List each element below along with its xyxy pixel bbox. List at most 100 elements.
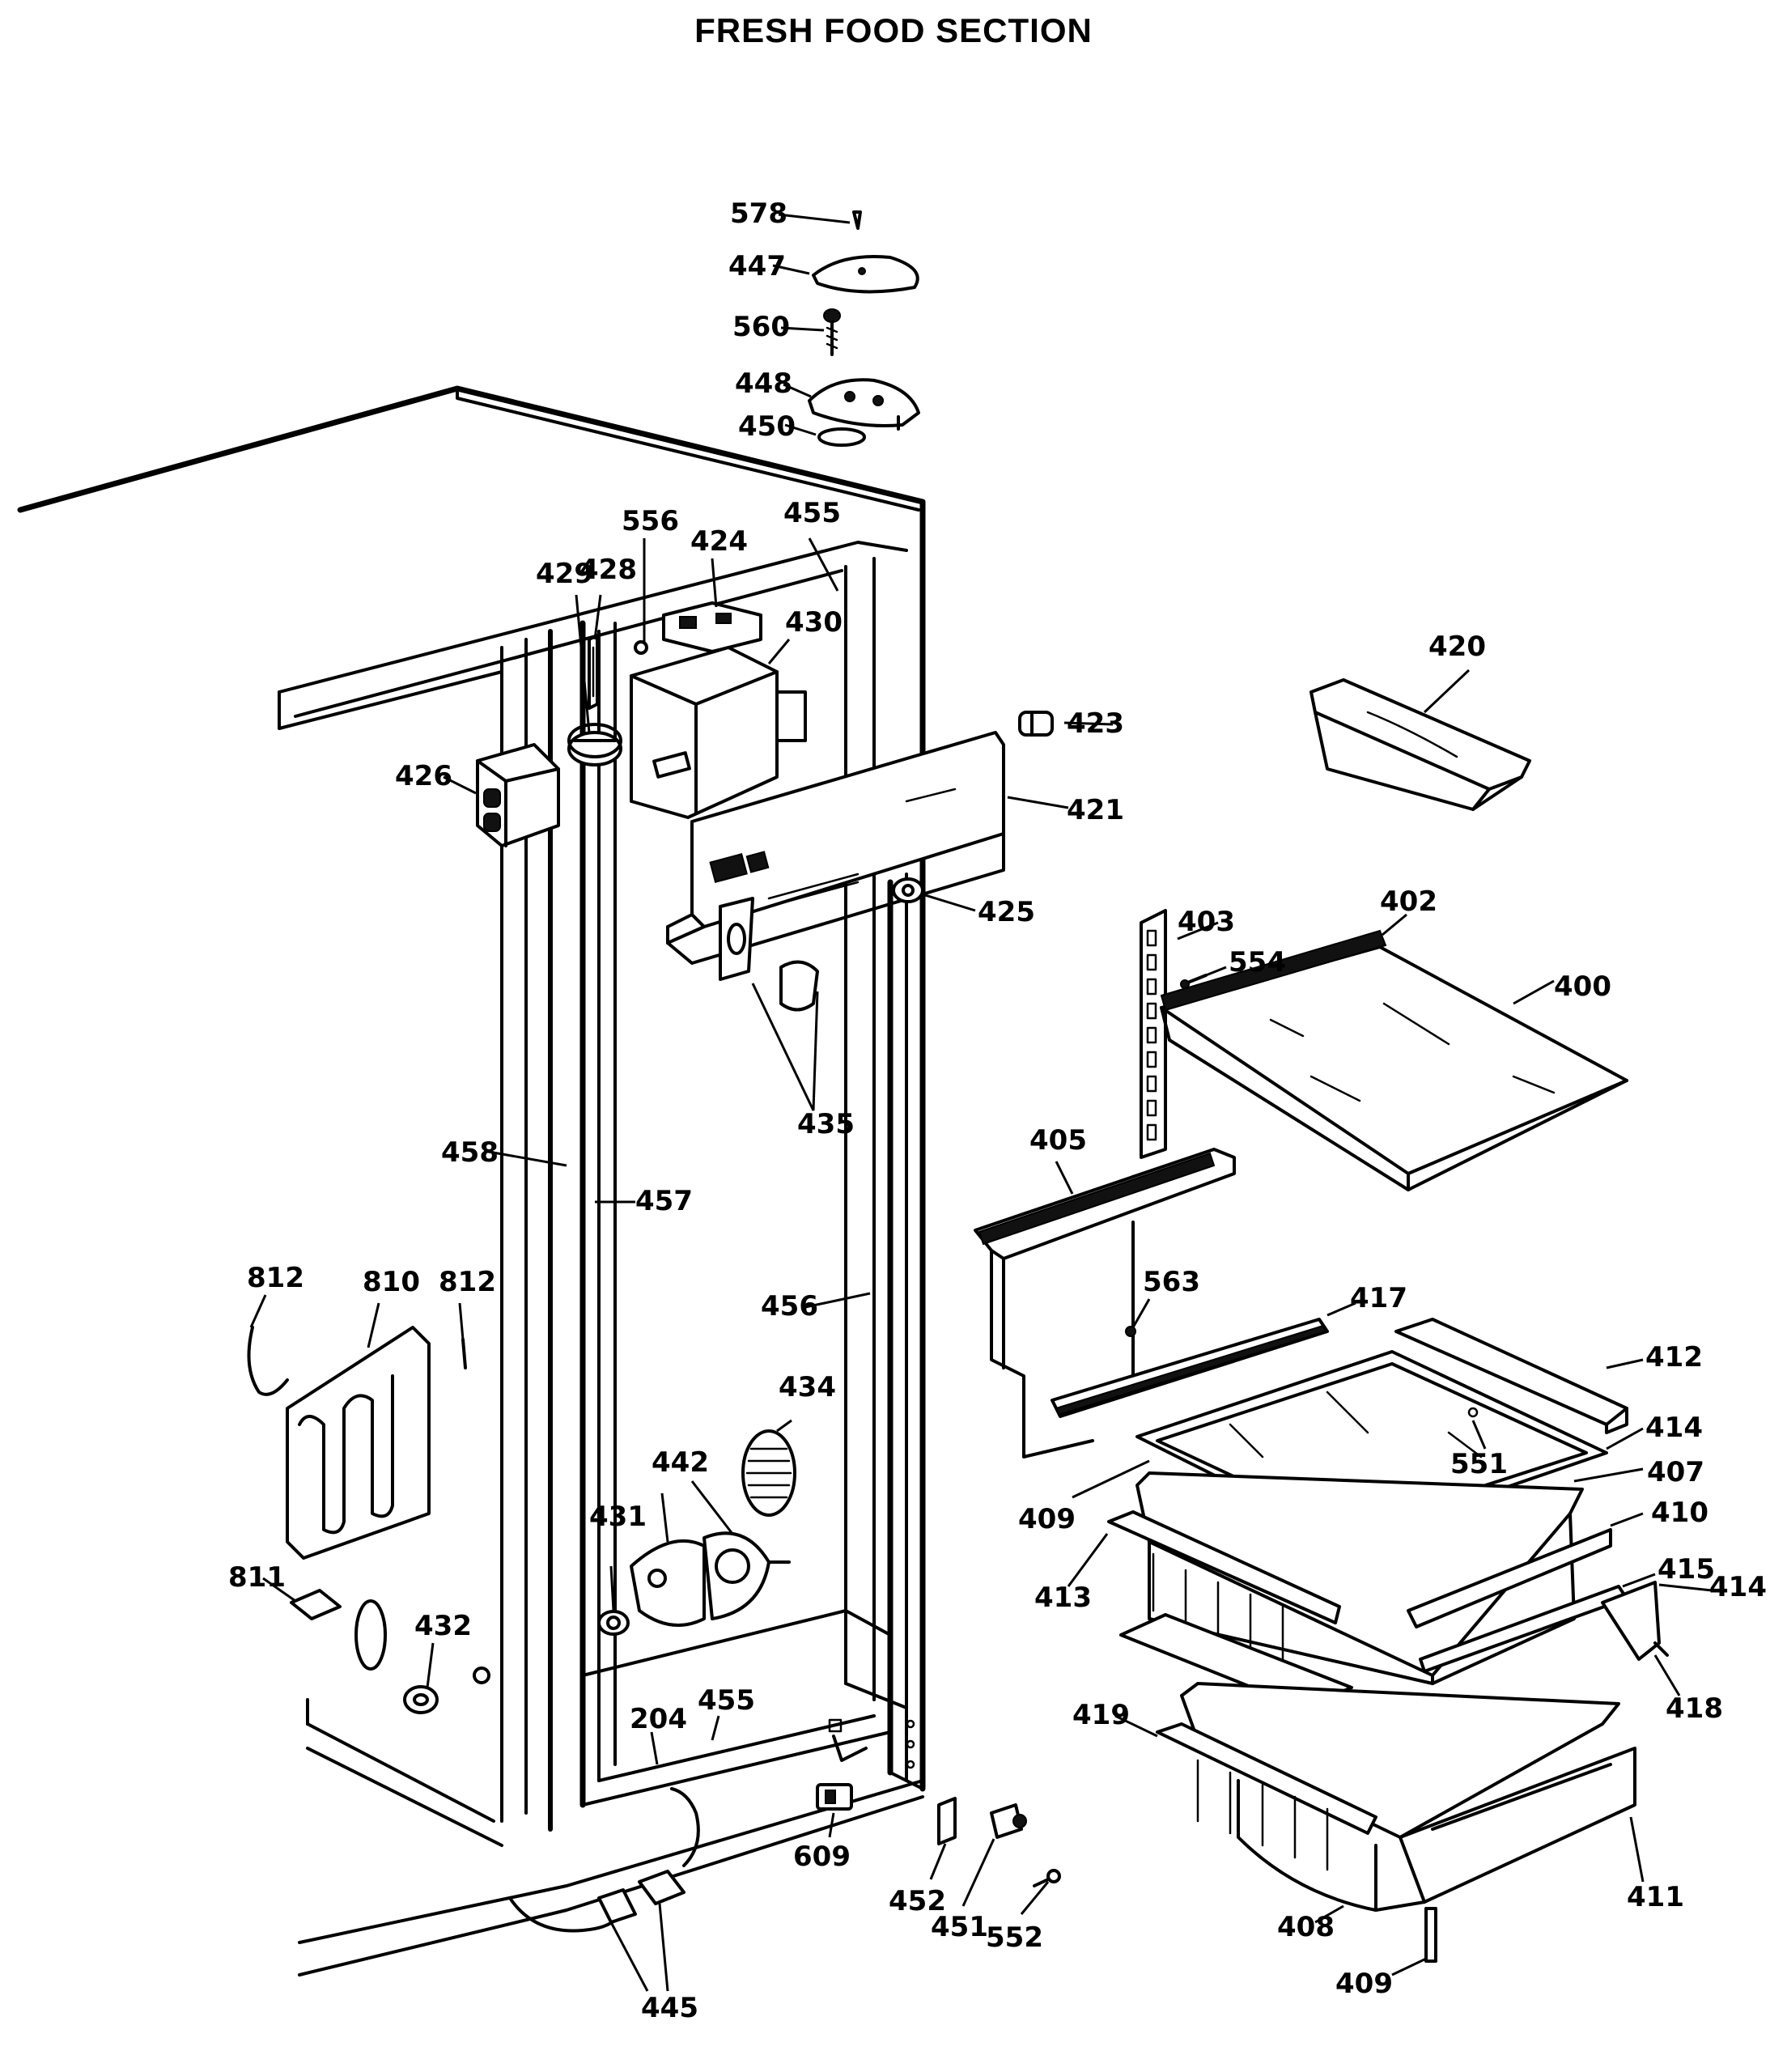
glass-rail-412 xyxy=(1394,1318,1628,1434)
callout-811: 811 xyxy=(228,1561,286,1594)
callout-407: 407 xyxy=(1647,1456,1704,1488)
lower-drawer-bin-411 xyxy=(1399,1747,1636,1904)
oval-plug xyxy=(354,1599,387,1671)
callout-418: 418 xyxy=(1666,1692,1723,1725)
callout-432: 432 xyxy=(414,1610,472,1642)
upper-hinge-448 xyxy=(808,378,920,431)
shelf-ladder-403 xyxy=(1140,909,1167,1159)
callout-400: 400 xyxy=(1554,970,1611,1003)
drawer-rail-414b xyxy=(1601,1581,1661,1661)
callout-447: 447 xyxy=(728,250,786,282)
callout-445: 445 xyxy=(641,1992,698,2024)
control-panel-421 xyxy=(666,731,1005,965)
callout-409a: 409 xyxy=(1018,1503,1076,1535)
damper-cover-434 xyxy=(741,1429,796,1517)
crisper-glass-409a xyxy=(1119,1613,1353,1709)
callout-435: 435 xyxy=(797,1108,855,1140)
callout-429: 429 xyxy=(536,558,593,590)
callout-456: 456 xyxy=(761,1290,818,1323)
callout-551: 551 xyxy=(1450,1448,1508,1480)
callout-425: 425 xyxy=(978,896,1035,928)
callout-417: 417 xyxy=(1350,1282,1407,1314)
screw-556 xyxy=(634,640,648,655)
callout-609: 609 xyxy=(793,1841,851,1873)
damper-442 xyxy=(630,1531,791,1627)
callout-450: 450 xyxy=(738,410,796,443)
slide-418 xyxy=(1653,1641,1669,1657)
callout-424: 424 xyxy=(690,525,748,558)
callout-812a: 812 xyxy=(247,1262,304,1294)
screw-552 xyxy=(1033,1869,1061,1887)
hinge-cover-447 xyxy=(812,254,919,294)
wiring-harness-445 xyxy=(508,1787,700,1933)
crisper-rail-417 xyxy=(1051,1318,1329,1418)
crisper-cover-frame-405 xyxy=(974,1148,1236,1458)
callout-405: 405 xyxy=(1029,1124,1087,1157)
thermostat-bracket-428 xyxy=(588,634,599,710)
round-plug xyxy=(473,1667,490,1684)
callout-455b: 455 xyxy=(698,1684,755,1717)
lower-drawer-frame-419 xyxy=(1156,1722,1377,1871)
callout-455a: 455 xyxy=(783,497,841,529)
light-bulb-423 xyxy=(1018,711,1054,737)
callout-413: 413 xyxy=(1034,1582,1092,1614)
cabinet-outline xyxy=(17,385,926,1976)
heater-wire-812b xyxy=(461,1338,467,1369)
callout-452: 452 xyxy=(889,1885,946,1917)
control-knob-429 xyxy=(567,723,622,766)
callout-578: 578 xyxy=(730,197,787,230)
callout-556: 556 xyxy=(622,505,679,537)
callout-labels: 578 447 560 448 450 556 424 455 429 428 … xyxy=(228,197,1767,2024)
callout-560: 560 xyxy=(732,311,790,343)
glass-shelf-400 xyxy=(1160,945,1628,1191)
heater-wire-812a xyxy=(247,1326,289,1396)
callout-204: 204 xyxy=(630,1703,687,1735)
callout-409b: 409 xyxy=(1335,1968,1393,2000)
callout-554: 554 xyxy=(1229,946,1286,979)
callout-428: 428 xyxy=(579,554,637,586)
callout-415: 415 xyxy=(1658,1553,1715,1586)
clip-811 xyxy=(290,1589,342,1620)
callout-414a: 414 xyxy=(1645,1412,1703,1444)
light-socket-426 xyxy=(476,743,560,847)
callout-423: 423 xyxy=(1067,707,1124,740)
bracket-pair-435 xyxy=(719,897,819,1012)
heater-810 xyxy=(286,1326,431,1560)
callout-408: 408 xyxy=(1277,1911,1335,1943)
callout-414b: 414 xyxy=(1709,1571,1767,1603)
callout-458: 458 xyxy=(441,1136,499,1169)
thermistor-431 xyxy=(597,1610,630,1636)
callout-431: 431 xyxy=(589,1501,647,1533)
crisper-glass-551 xyxy=(1467,1407,1479,1418)
callout-810: 810 xyxy=(363,1266,420,1298)
hinge-screw-578 xyxy=(852,210,862,230)
screw-563 xyxy=(1125,1326,1136,1337)
switch-609 xyxy=(816,1783,853,1811)
glass-strip-409b xyxy=(1424,1907,1437,1963)
callout-403: 403 xyxy=(1178,906,1235,938)
callout-411: 411 xyxy=(1627,1881,1684,1913)
dairy-bin-420 xyxy=(1309,678,1531,811)
callout-421: 421 xyxy=(1067,794,1124,826)
shelf-trim-402 xyxy=(1160,929,1387,1012)
callout-451: 451 xyxy=(931,1911,988,1943)
callout-457: 457 xyxy=(635,1185,693,1217)
light-shield-425 xyxy=(892,877,924,903)
hinge-plate-452 xyxy=(937,1797,957,1845)
callout-812b: 812 xyxy=(439,1266,496,1298)
leader-lines xyxy=(249,213,1713,1992)
callout-563: 563 xyxy=(1143,1266,1200,1298)
flange-holes xyxy=(906,1719,915,1769)
callout-402: 402 xyxy=(1380,885,1437,918)
callout-552: 552 xyxy=(986,1921,1043,1954)
callout-410: 410 xyxy=(1651,1497,1708,1529)
control-switch-424 xyxy=(662,601,762,653)
callout-442: 442 xyxy=(652,1446,709,1479)
drawer-frame-413 xyxy=(1107,1510,1341,1661)
callout-448: 448 xyxy=(735,367,792,400)
page-title: FRESH FOOD SECTION xyxy=(694,11,1093,49)
callout-434: 434 xyxy=(779,1371,836,1403)
drawer-handle-410 xyxy=(1407,1528,1612,1628)
hinge-shim-450 xyxy=(817,427,866,447)
